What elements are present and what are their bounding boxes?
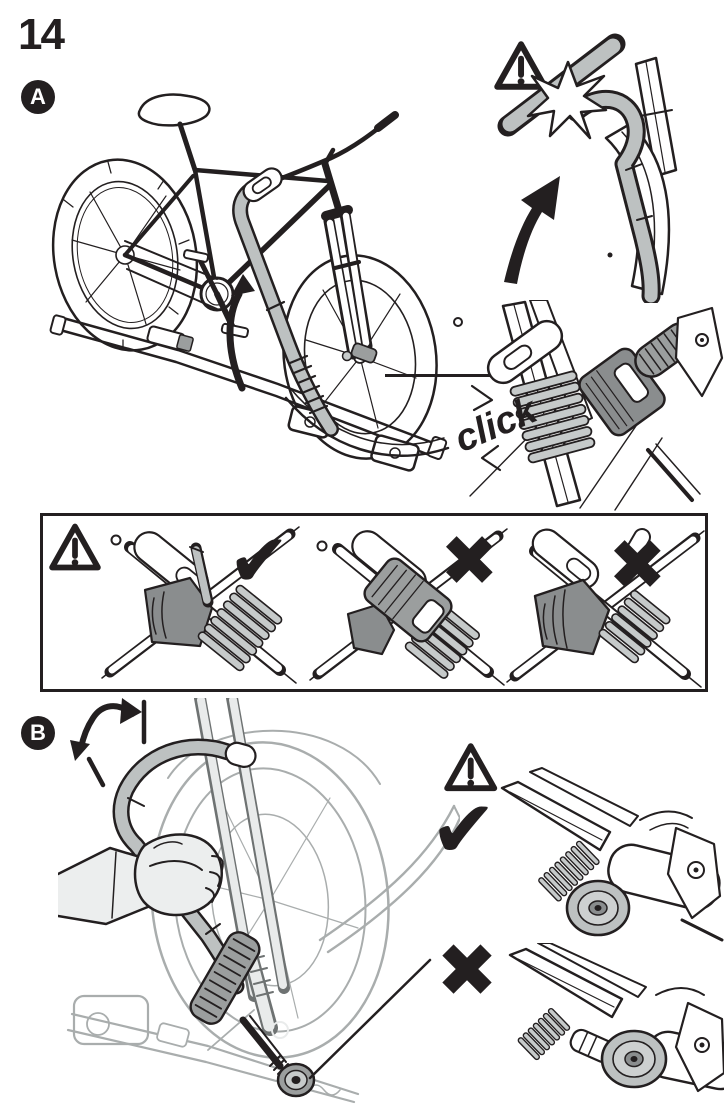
rack-frame-arm: [232, 167, 339, 437]
knob: [565, 879, 631, 937]
threaded-shaft-detached: [517, 1007, 571, 1061]
fork-dropout: [666, 826, 722, 920]
strap-holder-loose: [533, 578, 611, 656]
hand-grip: [58, 833, 224, 926]
inset-arm-frame-contact: [480, 33, 678, 303]
tension-knob: [269, 1055, 316, 1098]
cross-icon: ✖: [608, 524, 667, 606]
strap-wrong-over-diagram: [309, 528, 508, 686]
section-b-badge: B: [21, 716, 55, 750]
inset-knob-wrong: [508, 943, 724, 1093]
checkmark-icon: ✔: [228, 518, 291, 604]
bike-frame: [122, 93, 399, 339]
skewer-tube: [537, 943, 647, 998]
strap-ribs: [197, 584, 283, 672]
fender-stay: [655, 987, 705, 996]
skewer-tube: [529, 767, 639, 827]
click-sparks: [470, 384, 502, 472]
section-b-badge-label: B: [30, 720, 46, 745]
strap-wrong-loose-diagram: [506, 528, 705, 688]
fork-tube: [634, 56, 678, 178]
callout-line-click: [385, 374, 497, 377]
section-a-badge-label: A: [30, 84, 46, 109]
warning-triangle-icon: [447, 746, 494, 788]
fork-dropout: [674, 306, 724, 398]
tension-rod: [239, 1016, 284, 1070]
section-a-badge: A: [21, 80, 55, 114]
step-number: 14: [18, 10, 65, 59]
callout-line-knob: [308, 958, 432, 1080]
push-arrow-icon: [504, 176, 560, 284]
knob: [600, 1029, 668, 1089]
rack-hoop-faint: [318, 804, 460, 954]
swing-up-arrow-icon: [226, 274, 255, 392]
contact-starburst: [526, 60, 608, 140]
wheel-spokes: [469, 419, 663, 511]
ratchet-teeth: [288, 354, 329, 415]
strap-tail-through-slot: [189, 542, 214, 608]
buckle-on-top: [363, 557, 453, 643]
cross-icon: ✖: [440, 520, 499, 602]
inset-knob-correct: [430, 728, 724, 942]
strap-correct-diagram: [101, 526, 300, 684]
checkmark-icon: ✔: [430, 783, 498, 876]
wheel-tray-rack: [49, 314, 450, 472]
axle-rod: [646, 448, 694, 502]
wiggle-arrow-icon: [70, 698, 147, 788]
fork-dropout: [674, 1001, 724, 1093]
fork-strap-hardware: [341, 342, 378, 364]
suspension-fork: [321, 205, 373, 360]
fender-stay: [639, 810, 693, 821]
ratchet-strap: [509, 370, 596, 464]
rack-arm-hook: [566, 89, 661, 303]
cross-icon: ✖: [436, 928, 499, 1014]
pin-hole: [453, 317, 463, 327]
arm-tip: [486, 319, 564, 385]
strap-ribs-detached: [598, 589, 671, 664]
strap-tip-flipped: [625, 528, 651, 560]
arm-tip: [531, 528, 600, 589]
illustration-b-wiggle-test: [58, 698, 460, 1104]
inset-ratchet-click: [453, 300, 724, 511]
ratchet-strap: [189, 931, 261, 1025]
threaded-shaft: [538, 840, 600, 902]
warning-triangle-icon: [48, 522, 102, 572]
illustration-a-bike-on-rack: [49, 93, 450, 472]
